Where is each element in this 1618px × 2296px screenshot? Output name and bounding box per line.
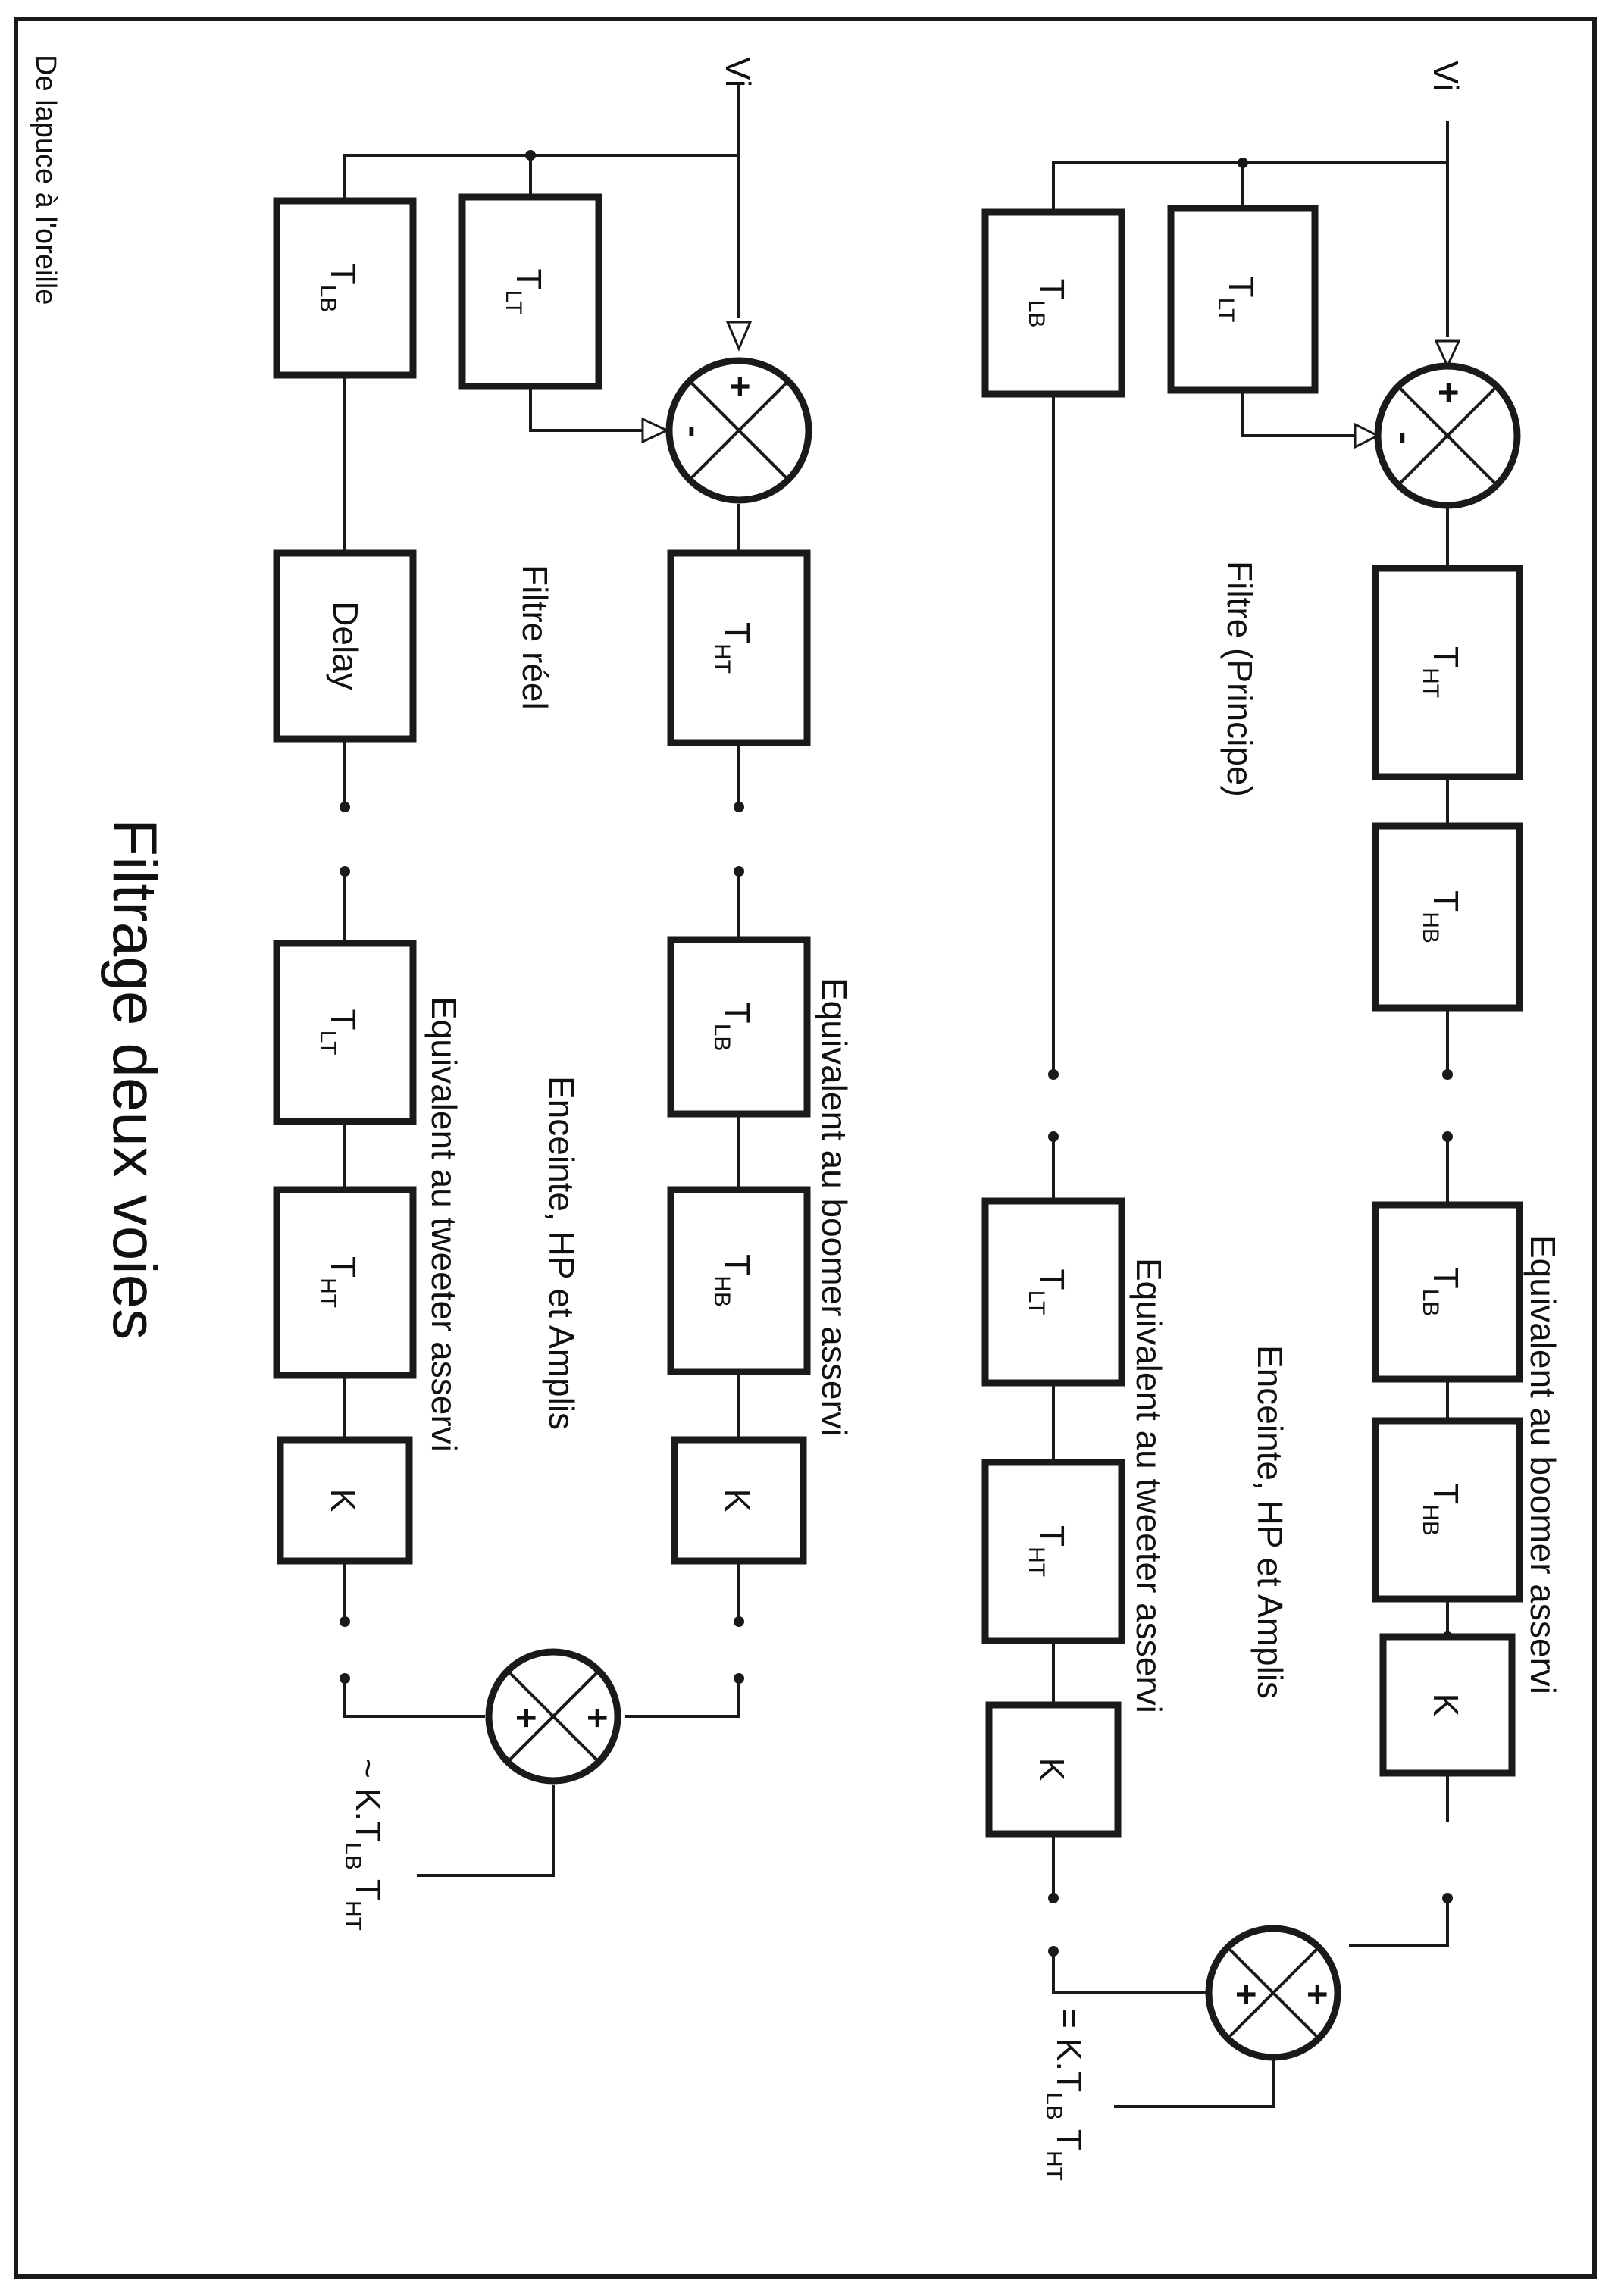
svg-text:TLB: TLB: [709, 1003, 757, 1052]
bottom-input-label: Vi: [718, 57, 758, 87]
top-section-label: Filtre (Principe): [1220, 561, 1260, 797]
bottom-boomer-label: Equivalent au boomer asservi: [815, 978, 854, 1437]
svg-text:TLT: TLT: [501, 269, 549, 315]
plus-sign: +: [505, 1707, 546, 1728]
plus-sign: +: [1428, 382, 1468, 403]
minus-sign: -: [674, 426, 714, 438]
junction-dot: [1048, 1131, 1059, 1142]
junction-dot: [734, 1616, 744, 1627]
junction-dot: [734, 1673, 744, 1684]
junction-dot: [340, 1616, 350, 1627]
svg-text:K: K: [1032, 1758, 1072, 1781]
bottom-block-tweeter-k: K: [277, 1436, 413, 1565]
junction-dot: [734, 802, 744, 812]
top-block-tht: THT: [1372, 565, 1523, 780]
bottom-block-boomer-thb: THB: [667, 1186, 811, 1375]
bottom-junctions: [340, 150, 744, 1684]
top-tweeter-label: Equivalent au tweeter asservi: [1129, 1258, 1169, 1713]
svg-text:K: K: [718, 1489, 757, 1512]
svg-text:THT: THT: [709, 622, 757, 674]
minus-sign: -: [1385, 432, 1425, 444]
svg-text:THB: THB: [709, 1254, 757, 1307]
input-arrow-icon: [1354, 422, 1381, 449]
junction-dot: [1048, 1893, 1059, 1903]
svg-text:THT: THT: [1418, 646, 1466, 698]
svg-text:K: K: [324, 1489, 363, 1512]
svg-text:THB: THB: [1418, 1483, 1466, 1536]
top-block-tweeter-k: K: [985, 1701, 1122, 1838]
top-block-boomer-tlb: TLB: [1372, 1201, 1523, 1383]
svg-text:TLB: TLB: [315, 264, 363, 313]
bottom-block-tht: THT: [667, 549, 811, 746]
top-wires: [1052, 121, 1449, 2108]
svg-text:Delay: Delay: [326, 601, 365, 690]
bottom-section-label: Filtre réel: [515, 565, 555, 710]
top-output-label: = K.TLB THT: [1041, 2008, 1089, 2181]
svg-text:K: K: [1426, 1694, 1466, 1717]
plus-sign: +: [1297, 1984, 1337, 2005]
plus-sign: +: [1225, 1984, 1266, 2005]
top-subtractor: + -: [1354, 339, 1521, 509]
bottom-block-tweeter-tht: THT: [273, 1186, 417, 1379]
bottom-wires: [343, 83, 740, 1877]
bottom-subtractor: + -: [641, 321, 812, 504]
top-block-tweeter-tlt: TLT: [981, 1197, 1125, 1387]
credit-text: De lapuce à l'oreille: [30, 55, 61, 305]
bottom-block-tlb: TLB: [273, 197, 417, 379]
top-block-tlb: TLB: [981, 208, 1125, 398]
svg-text:TLT: TLT: [315, 1009, 363, 1056]
bottom-tweeter-label: Equivalent au tweeter asservi: [424, 996, 464, 1452]
junction-dot: [1442, 1131, 1453, 1142]
top-enclosure-label: Enceinte, HP et Amplis: [1250, 1345, 1290, 1699]
bottom-enclosure-label: Enceinte, HP et Amplis: [542, 1076, 581, 1430]
top-block-tweeter-tht: THT: [981, 1459, 1125, 1644]
bottom-block-boomer-tlb: TLB: [667, 936, 811, 1118]
top-block-thb: THB: [1372, 822, 1523, 1012]
plus-sign: +: [719, 376, 759, 397]
section-filtre-reel: Vi + - TLB TLT THT: [273, 57, 854, 1931]
svg-text:THT: THT: [315, 1256, 363, 1308]
input-arrow-icon: [641, 417, 670, 444]
top-block-tlt: TLT: [1167, 205, 1319, 394]
junction-dot: [525, 150, 536, 161]
junction-dot: [340, 1673, 350, 1684]
junction-dot: [734, 866, 744, 877]
bottom-output-label: ~ K.TLB THT: [340, 1758, 388, 1931]
svg-text:THT: THT: [1024, 1525, 1072, 1577]
top-input-label: Vi: [1426, 61, 1466, 91]
bottom-adder: + +: [485, 1648, 621, 1785]
top-block-boomer-thb: THB: [1372, 1417, 1523, 1603]
top-boomer-label: Equivalent au boomer asservi: [1523, 1235, 1563, 1694]
bottom-block-tlt: TLT: [458, 193, 602, 390]
top-block-boomer-k: K: [1379, 1633, 1516, 1777]
svg-text:TLT: TLT: [1213, 277, 1261, 323]
svg-text:THB: THB: [1418, 890, 1466, 943]
junction-dot: [1048, 1069, 1059, 1080]
junction-dot: [340, 866, 350, 877]
svg-text:TLT: TLT: [1024, 1269, 1072, 1315]
junction-dot: [340, 802, 350, 812]
junction-dot: [1442, 1893, 1453, 1903]
plus-sign: +: [577, 1707, 617, 1728]
page-border: [14, 17, 1597, 2279]
svg-text:TLB: TLB: [1418, 1268, 1466, 1317]
input-arrow-icon: [1434, 339, 1461, 369]
bottom-block-tweeter-tlt: TLT: [273, 940, 417, 1125]
bottom-block-boomer-k: K: [671, 1436, 807, 1565]
top-adder: + +: [1205, 1925, 1341, 2061]
page-title: Filtrage deux voies: [100, 818, 169, 1340]
junction-dot: [1238, 158, 1248, 168]
bottom-block-delay: Delay: [273, 549, 417, 743]
svg-text:TLB: TLB: [1024, 279, 1072, 328]
junction-dot: [1048, 1946, 1059, 1957]
input-arrow-icon: [725, 321, 753, 352]
section-filtre-principe: Vi + - TLB TLT THT: [981, 61, 1563, 2181]
junction-dot: [1442, 1069, 1453, 1080]
